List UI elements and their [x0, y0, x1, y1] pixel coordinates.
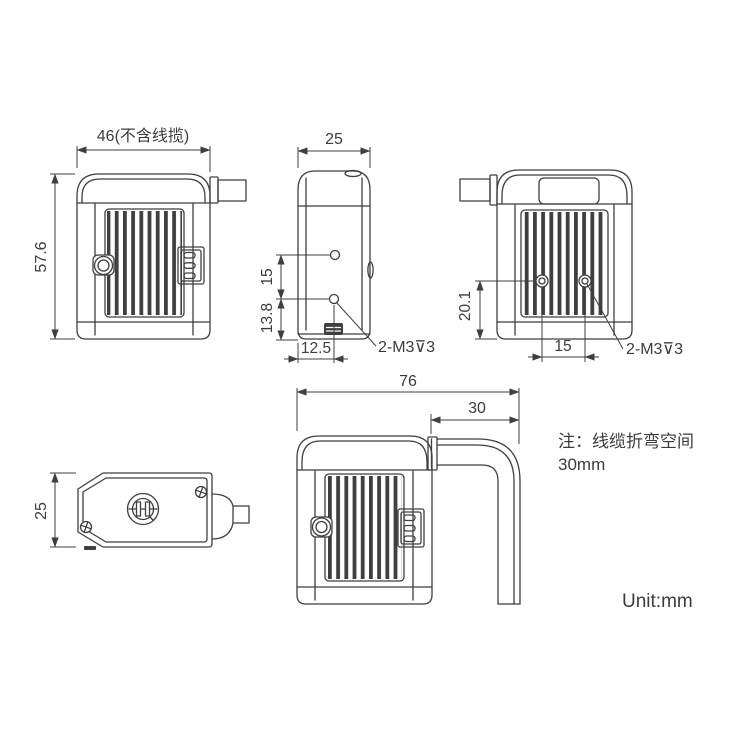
- rear-screw-holes: [535, 274, 592, 288]
- unit-label: Unit:mm: [622, 591, 693, 612]
- mount-hole-upper: [329, 249, 341, 261]
- dim-cable-total-length: 76: [296, 373, 520, 444]
- note-line2: 30mm: [558, 455, 605, 474]
- note-line1: 注：线缆折弯空间: [558, 432, 694, 451]
- rear-view: 20.1 15 2-M3⊽3: [457, 169, 683, 362]
- screw-icon: [194, 485, 208, 499]
- dim-side-width-label: 25: [325, 131, 343, 148]
- side-slot: [367, 261, 374, 279]
- cable-stub-rear: [459, 174, 498, 206]
- led-indicator-block: [397, 508, 425, 548]
- dim-side-holes: 15 13.8: [259, 254, 330, 341]
- dim-side-width: 25: [297, 131, 371, 168]
- mount-hole-lower: [328, 293, 340, 305]
- dim-cable-total-length-label: 76: [399, 373, 417, 390]
- cable-boot-top: [211, 493, 250, 540]
- heatsink-fins: [104, 208, 185, 318]
- dim-front-width-label: 46(不含线揽): [97, 127, 189, 145]
- dim-cable-bend-space-label: 30: [468, 400, 486, 417]
- dim-top-depth: 25: [33, 472, 76, 548]
- side-thread-label: 2-M3⊽3: [378, 339, 435, 356]
- rear-thread-label: 2-M3⊽3: [626, 341, 683, 358]
- lens-connector-icon: [310, 516, 333, 538]
- dim-side-hole-spacing-label: 15: [259, 268, 276, 285]
- side-view: 25 15 13.8 12.5 2-M3⊽3: [259, 131, 435, 363]
- dim-front-width: 46(不含线揽): [76, 127, 211, 172]
- dim-side-hole-offset: 12.5: [284, 305, 348, 363]
- bottom-tab: [84, 546, 96, 550]
- dim-side-hole-offset-label: 12.5: [301, 340, 331, 357]
- top-hole: [344, 169, 362, 178]
- heatsink-fins-rear: [520, 209, 609, 318]
- dim-front-height: 57.6: [33, 173, 75, 340]
- dim-front-height-label: 57.6: [33, 241, 50, 272]
- dim-rear-hole-height: 20.1: [457, 280, 536, 340]
- screw-icon: [79, 520, 93, 534]
- lens-icon: [126, 492, 160, 526]
- dim-side-hole-bottom-label: 13.8: [259, 303, 276, 333]
- dim-top-depth-label: 25: [33, 502, 50, 520]
- heatsink-fins-cable-view: [324, 473, 405, 582]
- dim-rear-hole-spacing: 15: [528, 288, 599, 362]
- cable-view: 76 30: [296, 373, 521, 605]
- front-view: 46(不含线揽) 57.6: [33, 127, 247, 340]
- rear-thread-callout: 2-M3⊽3: [586, 283, 683, 358]
- side-thread-callout: 2-M3⊽3: [335, 301, 435, 356]
- bent-cable: [427, 436, 521, 605]
- note-block: 注：线缆折弯空间 30mm: [558, 432, 694, 474]
- top-view: 25: [33, 472, 250, 550]
- dim-rear-hole-height-label: 20.1: [457, 291, 474, 321]
- lens-connector-icon: [92, 254, 115, 276]
- rear-label-plate: [538, 177, 600, 205]
- dim-cable-bend-space: 30: [430, 400, 520, 434]
- cable-stub: [209, 176, 247, 204]
- dim-rear-hole-spacing-label: 15: [554, 338, 571, 355]
- led-indicator-block: [177, 246, 205, 285]
